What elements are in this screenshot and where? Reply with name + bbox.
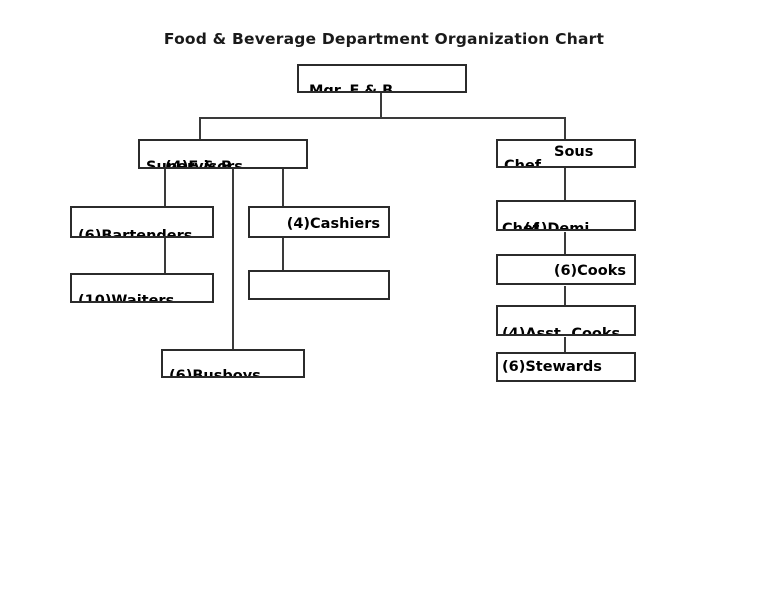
node-label-stewards: (6)Stewards — [502, 358, 602, 375]
connector-bartenders-to-waiters — [164, 237, 166, 274]
node-cooks[interactable]: (6)Cooks — [496, 254, 636, 285]
node-mgr-fb[interactable]: Mgr. F & B — [297, 64, 467, 93]
node-label-cooks: (6)Cooks — [553, 262, 626, 279]
node-demi-chef[interactable]: Chef (4)Demi — [496, 200, 636, 231]
node-label-chef-sous: Chef — [504, 157, 542, 168]
node-label-sous: Sous — [554, 143, 594, 160]
connector-supervisors-to-bartenders — [164, 168, 166, 206]
node-label-cashiers: (4)Cashiers — [286, 215, 380, 232]
node-label-bartenders: (6)Bartenders — [78, 227, 193, 238]
node-supervisors-fb[interactable]: Supervisors (4)F & B — [138, 139, 308, 169]
node-blank-under-cashiers[interactable] — [248, 270, 390, 300]
connector-demi-to-cooks — [564, 232, 566, 255]
connector-cooks-to-asst-cooks — [564, 286, 566, 306]
node-stewards[interactable]: (6)Stewards — [496, 352, 636, 382]
node-label-demi: (4)Demi — [524, 220, 590, 231]
page-title: Food & Beverage Department Organization … — [163, 30, 605, 48]
node-sous-chef[interactable]: Chef Sous — [496, 139, 636, 168]
connector-asst-cooks-to-stewards — [564, 337, 566, 353]
node-label-busboys: (6)Busboys — [169, 367, 261, 378]
node-label-waiters: (10)Waiters — [78, 292, 175, 303]
node-label-mgr-fb: Mgr. F & B — [309, 82, 394, 93]
connector-sous-to-demi — [564, 168, 566, 201]
node-label-chef-demi: Chef — [502, 220, 540, 231]
node-busboys[interactable]: (6)Busboys — [161, 349, 305, 378]
connector-root-down — [380, 92, 382, 118]
connector-bus-to-supervisors — [199, 117, 201, 139]
connector-supervisors-to-cashiers — [282, 168, 284, 206]
node-label-asst-cooks: (4)Asst. Cooks — [502, 325, 621, 336]
connector-bus-to-sous-chef — [564, 117, 566, 139]
node-cashiers[interactable]: (4)Cashiers — [248, 206, 390, 238]
node-label-fb-count: (4)F & B — [165, 158, 233, 169]
connector-bus-horizontal — [199, 117, 565, 119]
connector-supervisors-to-busboys — [232, 168, 234, 360]
node-asst-cooks[interactable]: (4)Asst. Cooks — [496, 305, 636, 336]
node-waiters[interactable]: (10)Waiters — [70, 273, 214, 303]
node-bartenders[interactable]: (6)Bartenders — [70, 206, 214, 238]
connector-cashiers-to-blank — [282, 237, 284, 271]
node-label-supervisors: Supervisors — [146, 158, 243, 169]
